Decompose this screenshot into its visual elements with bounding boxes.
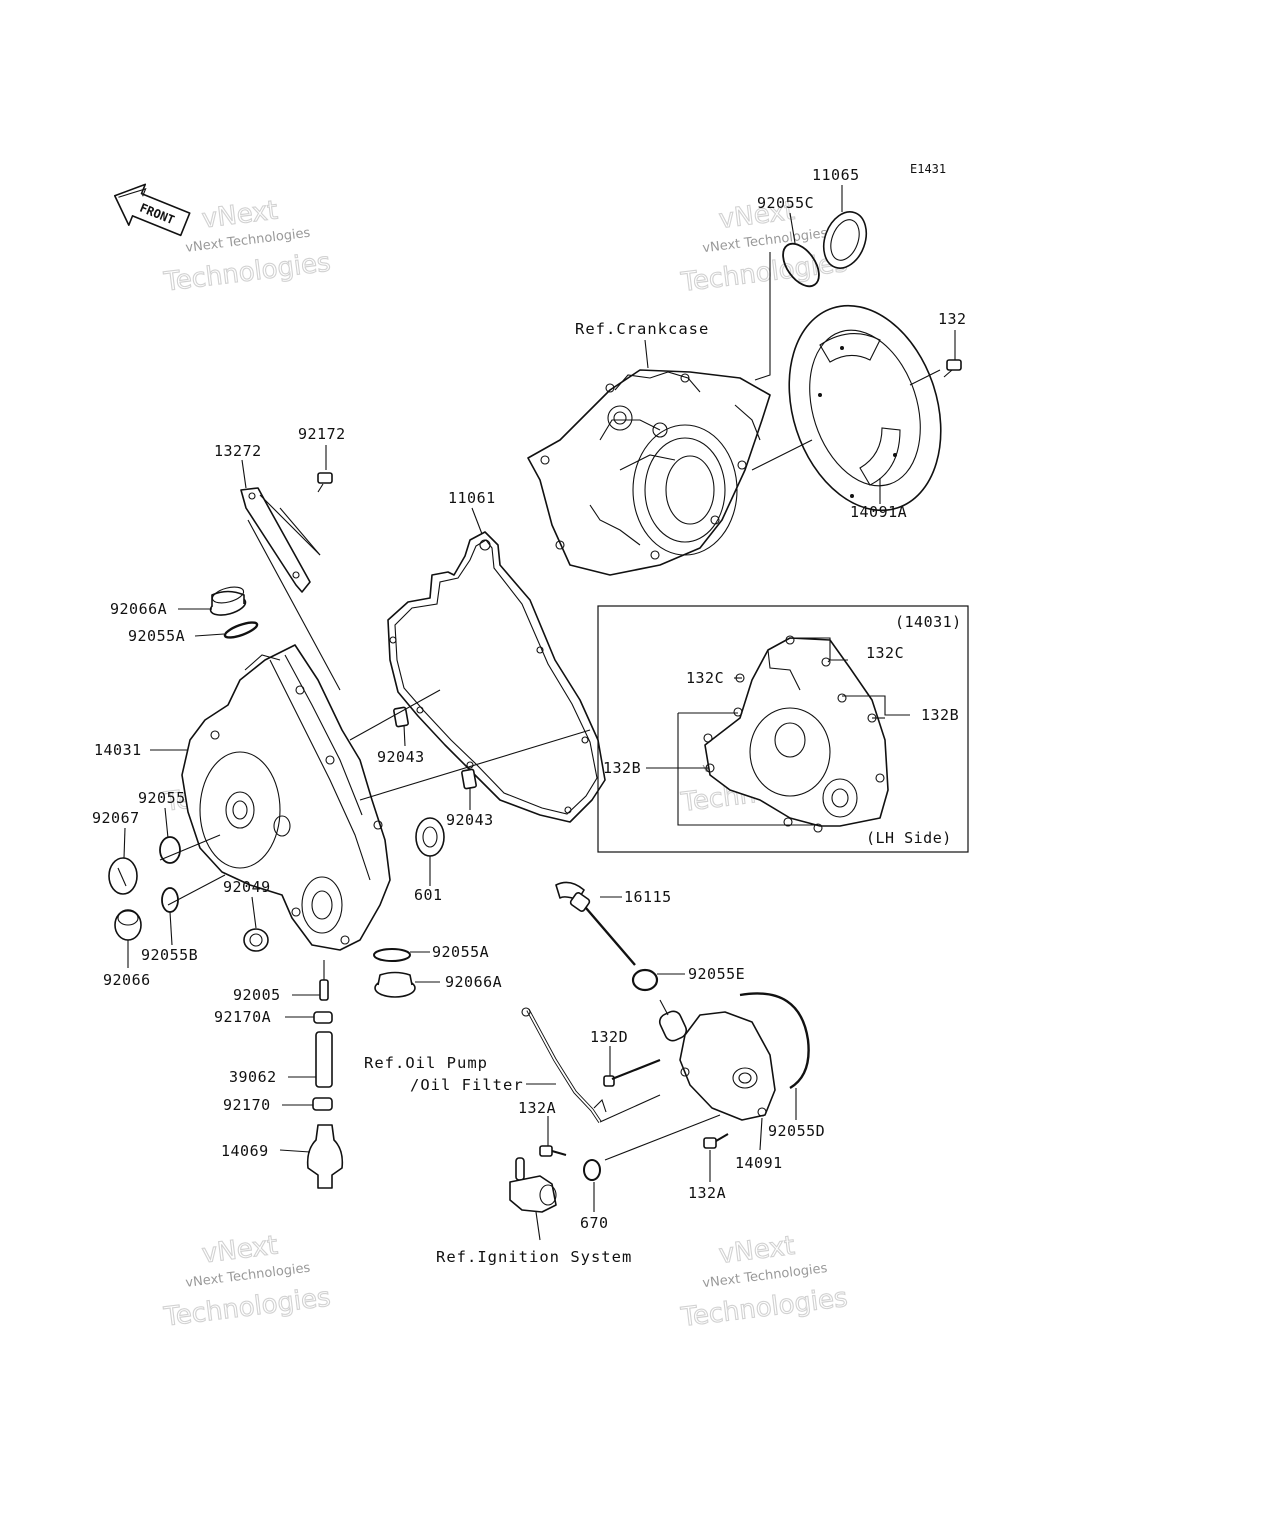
part-92043-dowel-b (461, 768, 477, 790)
label-92055c: 92055C (757, 194, 814, 212)
part-92170a-clamp (313, 1011, 333, 1024)
explosion-lines (159, 369, 941, 1161)
part-14091-cover (658, 1010, 776, 1121)
part-92066-plug (114, 909, 142, 941)
label-601: 601 (414, 886, 443, 904)
label-ref-crankcase: Ref.Crankcase (575, 320, 709, 338)
ignition-ref-sensor (509, 1157, 557, 1213)
label-132c-right: 132C (866, 644, 904, 662)
part-92055c-oring (782, 242, 820, 288)
label-11061: 11061 (448, 489, 496, 507)
label-14031: 14031 (94, 741, 142, 759)
part-132-bolt (943, 359, 962, 378)
part-14091a-plate (788, 304, 942, 512)
part-92172-bolt (317, 472, 333, 493)
label-ref-oil-pump: Ref.Oil Pump (364, 1054, 488, 1072)
label-14091a: 14091A (850, 503, 907, 521)
inset-lh-side (597, 605, 969, 853)
diagram-code: E1431 (910, 162, 946, 176)
label-92172: 92172 (298, 425, 346, 443)
part-14069-breather (306, 1124, 344, 1189)
part-39062-hose (315, 1031, 333, 1088)
part-13272-plate (240, 487, 311, 593)
label-92170a: 92170A (214, 1008, 271, 1026)
label-92049: 92049 (223, 878, 271, 896)
label-13272: 13272 (214, 442, 262, 460)
label-92043-b: 92043 (446, 811, 494, 829)
crankcase-ref (527, 369, 771, 576)
watermark-top-left: vNext vNext Technologies Technologies (161, 195, 333, 298)
part-92055b-oring (161, 887, 179, 913)
label-92066a-top: 92066A (110, 600, 167, 618)
part-92055-oring (159, 836, 181, 864)
label-ref-oil-filter: /Oil Filter (410, 1076, 524, 1094)
part-92055a-oring-top (223, 621, 259, 639)
part-92055e-oring (631, 968, 659, 992)
label-132c-left: 132C (686, 669, 724, 687)
front-arrow-icon: FRONT (113, 183, 191, 237)
part-601-bearing (415, 817, 445, 857)
label-670: 670 (580, 1214, 609, 1232)
part-92005-pin (319, 960, 329, 1001)
part-670-oring (583, 1159, 601, 1181)
part-92170-clamp (312, 1097, 333, 1111)
label-11065: 11065 (812, 166, 860, 184)
label-92043-a: 92043 (377, 748, 425, 766)
label-92170: 92170 (223, 1096, 271, 1114)
label-132: 132 (938, 310, 967, 328)
label-92005: 92005 (233, 986, 281, 1004)
label-16115: 16115 (624, 888, 672, 906)
part-92049-seal (243, 928, 269, 952)
part-92055d-oring (739, 992, 810, 1090)
label-132d: 132D (590, 1028, 628, 1046)
part-16115-dipstick (555, 881, 636, 966)
label-92055: 92055 (138, 789, 186, 807)
watermark-vnext: vNext (717, 1231, 796, 1270)
watermark-bottom-left: vNext vNext Technologies Technologies (161, 1230, 333, 1333)
label-132a-left: 132A (518, 1099, 556, 1117)
part-11065-seal (822, 211, 868, 269)
watermark-vnext: vNext (200, 196, 279, 235)
part-14031-cover (181, 644, 391, 951)
part-92043-dowel-a (393, 706, 409, 728)
label-92055a-bottom: 92055A (432, 943, 489, 961)
label-92055b: 92055B (141, 946, 198, 964)
label-92066a-bottom: 92066A (445, 973, 502, 991)
part-92066a-plug-top (209, 586, 247, 616)
label-92067: 92067 (92, 809, 140, 827)
leader-lines (123, 185, 956, 1241)
inset-subtitle: (LH Side) (866, 829, 952, 847)
label-14069: 14069 (221, 1142, 269, 1160)
part-11061-gasket (387, 531, 606, 823)
watermark-vnext: vNext (200, 1231, 279, 1270)
oil-pump-ref-pipe (521, 1007, 607, 1123)
label-ref-ignition: Ref.Ignition System (436, 1248, 632, 1266)
part-132a-bolt-right (703, 1133, 729, 1149)
label-132b-left: 132B (603, 759, 641, 777)
label-132a-right: 132A (688, 1184, 726, 1202)
label-39062: 39062 (229, 1068, 277, 1086)
part-132a-bolt-left (539, 1145, 567, 1157)
label-92055a-top: 92055A (128, 627, 185, 645)
label-14091: 14091 (735, 1154, 783, 1172)
part-92066a-plug-bottom (374, 971, 416, 998)
watermark-bottom-right: vNext vNext Technologies Technologies (678, 1230, 850, 1333)
part-132d-bolt (603, 1058, 661, 1087)
inset-title: (14031) (895, 613, 962, 631)
part-92067-cap (108, 857, 138, 895)
label-92055e: 92055E (688, 965, 745, 983)
label-132b-right: 132B (921, 706, 959, 724)
label-92066: 92066 (103, 971, 151, 989)
part-labels: 11065 92055C Ref.Crankcase 132 14091A 92… (92, 166, 967, 1266)
label-92055d: 92055D (768, 1122, 825, 1140)
part-92055a-oring-bottom (373, 948, 411, 962)
